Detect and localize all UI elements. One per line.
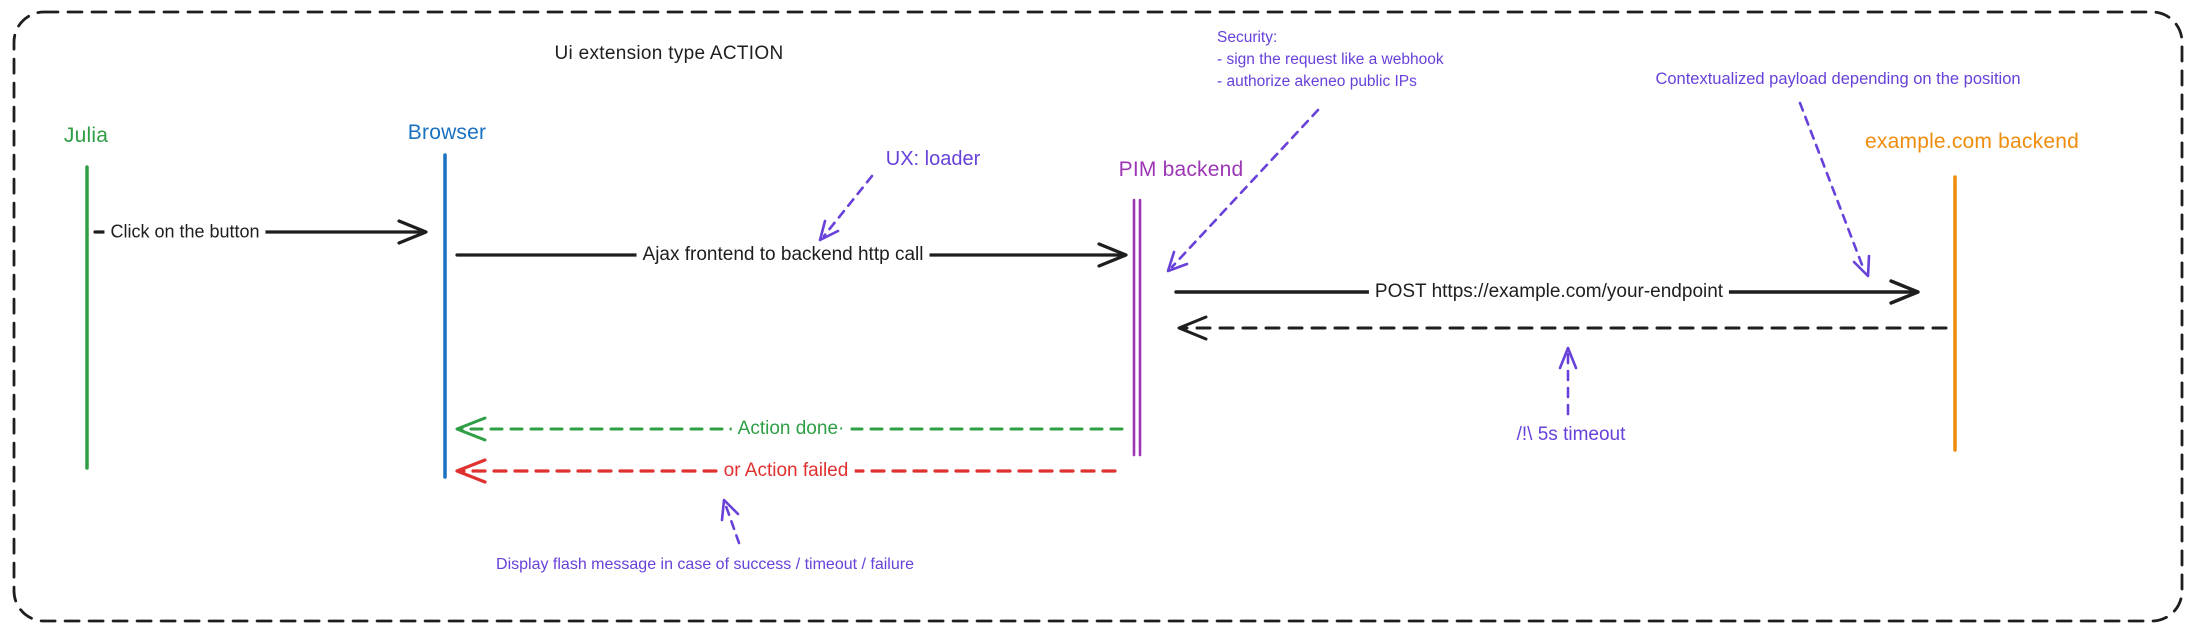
ux-loader-arrowhead-icon (818, 219, 840, 242)
annotation-5s-timeout: /!\ 5s timeout (1516, 424, 1626, 445)
action-done-arrowhead-icon (455, 416, 487, 442)
annotation-contextualized-payload: Contextualized payload depending on the … (1655, 70, 2021, 88)
security-annotation-arrow (1170, 108, 1320, 269)
diagram-frame (12, 10, 2184, 623)
flash-arrowhead-icon (720, 498, 740, 522)
ajax-arrowhead-icon (1097, 242, 1128, 268)
message-label-post: POST https://example.com/your-endpoint (1368, 281, 1730, 303)
annotation-security: Security: - sign the request like a webh… (1217, 27, 1444, 93)
actor-label-example-backend: example.com backend (1865, 130, 2079, 153)
annotation-flash-message: Display flash message in case of success… (496, 556, 914, 573)
flash-annotation-arrow (724, 504, 741, 545)
action-failed-arrowhead-icon (455, 458, 487, 484)
post-arrowhead-icon (1889, 279, 1920, 305)
message-label-action-done: Action done· (731, 418, 851, 440)
annotation-ux-loader: UX: loader (885, 148, 981, 170)
contextualized-annotation-arrow (1798, 101, 1866, 272)
contextualized-arrowhead-icon (1852, 254, 1871, 278)
security-arrowhead-icon (1166, 250, 1189, 273)
response-arrowhead-icon (1177, 315, 1208, 341)
message-label-ajax: Ajax frontend to backend http call (636, 244, 930, 266)
diagram-title: Ui extension type ACTION (554, 43, 784, 64)
message-label-action-failed: or Action failed (717, 460, 855, 482)
annotation-security-line-3: - authorize akeneo public IPs (1217, 73, 1417, 90)
actor-label-julia: Julia (63, 124, 109, 147)
actor-label-pim-backend: PIM backend (1118, 158, 1244, 181)
annotation-security-line-2: - sign the request like a webhook (1217, 51, 1444, 68)
actor-label-browser: Browser (407, 121, 487, 144)
message-label-click: Click on the button (104, 221, 266, 243)
annotation-security-line-1: Security: (1217, 29, 1278, 46)
timeout-arrowhead-icon (1558, 346, 1578, 370)
ux-loader-annotation-arrow (822, 174, 874, 238)
click-arrowhead-icon (397, 219, 428, 245)
